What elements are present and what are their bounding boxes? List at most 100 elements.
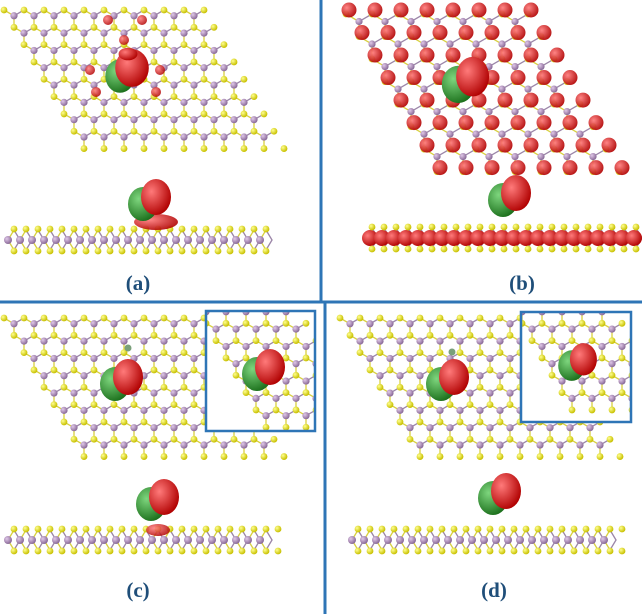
metal-atom xyxy=(220,64,228,72)
metal-atom xyxy=(90,116,98,124)
oxygen-isosurface xyxy=(380,70,396,86)
metal-atom xyxy=(220,98,228,106)
metal-atom xyxy=(80,98,88,106)
metal-atom xyxy=(558,377,566,385)
metal-atom xyxy=(232,325,240,333)
sulfur-atom xyxy=(426,435,434,443)
sulfur-atom xyxy=(274,525,282,533)
metal-atom xyxy=(406,320,414,328)
sulfur-atom xyxy=(70,23,78,31)
sulfur-atom xyxy=(620,223,628,231)
oxygen-isosurface xyxy=(458,25,474,41)
sulfur-atom xyxy=(0,314,8,322)
sulfur-atom xyxy=(106,547,114,555)
metal-atom xyxy=(486,354,494,363)
bond xyxy=(326,410,336,416)
sulfur-atom xyxy=(220,75,228,83)
metal-atom xyxy=(586,424,594,432)
sulfur-atom xyxy=(570,525,578,533)
sulfur-atom xyxy=(416,383,424,391)
sulfur-atom xyxy=(354,525,362,533)
sulfur-atom xyxy=(34,547,42,555)
oxygen-isosurface xyxy=(549,92,565,108)
metal-atom xyxy=(466,424,474,432)
metal-atom xyxy=(466,354,474,363)
sulfur-atom xyxy=(40,75,48,83)
metal-atom xyxy=(376,372,384,380)
sulfur-atom xyxy=(509,303,516,310)
sulfur-atom xyxy=(582,547,590,555)
metal-atom xyxy=(130,12,138,20)
metal-atom xyxy=(50,354,58,363)
oxygen-isosurface xyxy=(445,137,461,153)
metal-atom xyxy=(394,85,402,93)
metal-atom xyxy=(506,354,514,363)
sulfur-atom xyxy=(20,6,28,14)
sulfur-atom xyxy=(262,525,270,533)
metal-atom xyxy=(120,98,128,106)
metal-atom xyxy=(524,40,532,48)
sulfur-atom xyxy=(273,303,280,310)
oxygen-isosurface xyxy=(470,230,486,246)
sulfur-atom xyxy=(214,547,222,555)
metal-atom xyxy=(292,394,300,402)
metal-atom xyxy=(537,153,545,161)
sulfur-atom xyxy=(130,225,138,233)
oxygen-isosurface xyxy=(393,2,409,18)
oxygen-isosurface xyxy=(562,160,578,176)
sulfur-atom xyxy=(376,383,384,391)
oxygen-isosurface xyxy=(374,230,390,246)
sulfur-atom xyxy=(50,366,58,374)
metal-atom xyxy=(472,130,480,138)
metal-atom xyxy=(576,441,584,449)
metal-atom xyxy=(426,424,434,432)
metal-atom xyxy=(396,406,404,414)
metal-atom xyxy=(100,337,108,345)
metal-atom xyxy=(120,406,128,414)
oxygen-isosurface xyxy=(510,115,526,131)
sulfur-atom xyxy=(180,383,188,391)
bond xyxy=(326,393,336,399)
metal-atom xyxy=(190,46,198,55)
sulfur-atom xyxy=(200,110,208,118)
sulfur-atom xyxy=(354,547,362,555)
oxygen-isosurface xyxy=(410,230,426,246)
sulfur-atom xyxy=(536,223,544,231)
sulfur-atom xyxy=(570,547,578,555)
sulfur-atom xyxy=(193,303,200,310)
sulfur-atom xyxy=(46,547,54,555)
oxygen-isosurface xyxy=(406,70,422,86)
metal-atom xyxy=(150,116,158,124)
sulfur-atom xyxy=(396,349,404,357)
sulfur-atom xyxy=(406,366,414,374)
metal-atom xyxy=(208,236,216,244)
metal-atom xyxy=(524,130,532,138)
sulfur-atom xyxy=(230,435,238,443)
metal-atom xyxy=(492,536,500,544)
metal-atom xyxy=(433,62,441,71)
sulfur-atom xyxy=(140,41,148,49)
sulfur-atom xyxy=(250,93,258,101)
sulfur-atom xyxy=(202,225,210,233)
sulfur-atom xyxy=(336,314,344,322)
sulfur-atom xyxy=(582,525,590,533)
oxygen-isosurface xyxy=(445,47,461,63)
metal-atom xyxy=(100,441,108,449)
metal-atom xyxy=(426,354,434,363)
metal-atom xyxy=(200,133,208,141)
sulfur-atom xyxy=(94,225,102,233)
sulfur-atom xyxy=(476,245,484,253)
sulfur-atom xyxy=(150,401,158,409)
sulfur-atom xyxy=(476,383,484,391)
sulfur-atom xyxy=(58,247,66,255)
sulfur-atom xyxy=(170,23,178,31)
sulfur-atom xyxy=(34,247,42,255)
sulfur-atom xyxy=(160,383,168,391)
metal-atom xyxy=(342,412,349,419)
sulfur-atom xyxy=(558,389,566,397)
charge-density-isosurface xyxy=(136,479,179,521)
sulfur-atom xyxy=(486,435,494,443)
metal-atom xyxy=(170,81,178,89)
metal-atom xyxy=(190,320,198,328)
metal-atom xyxy=(240,133,248,141)
